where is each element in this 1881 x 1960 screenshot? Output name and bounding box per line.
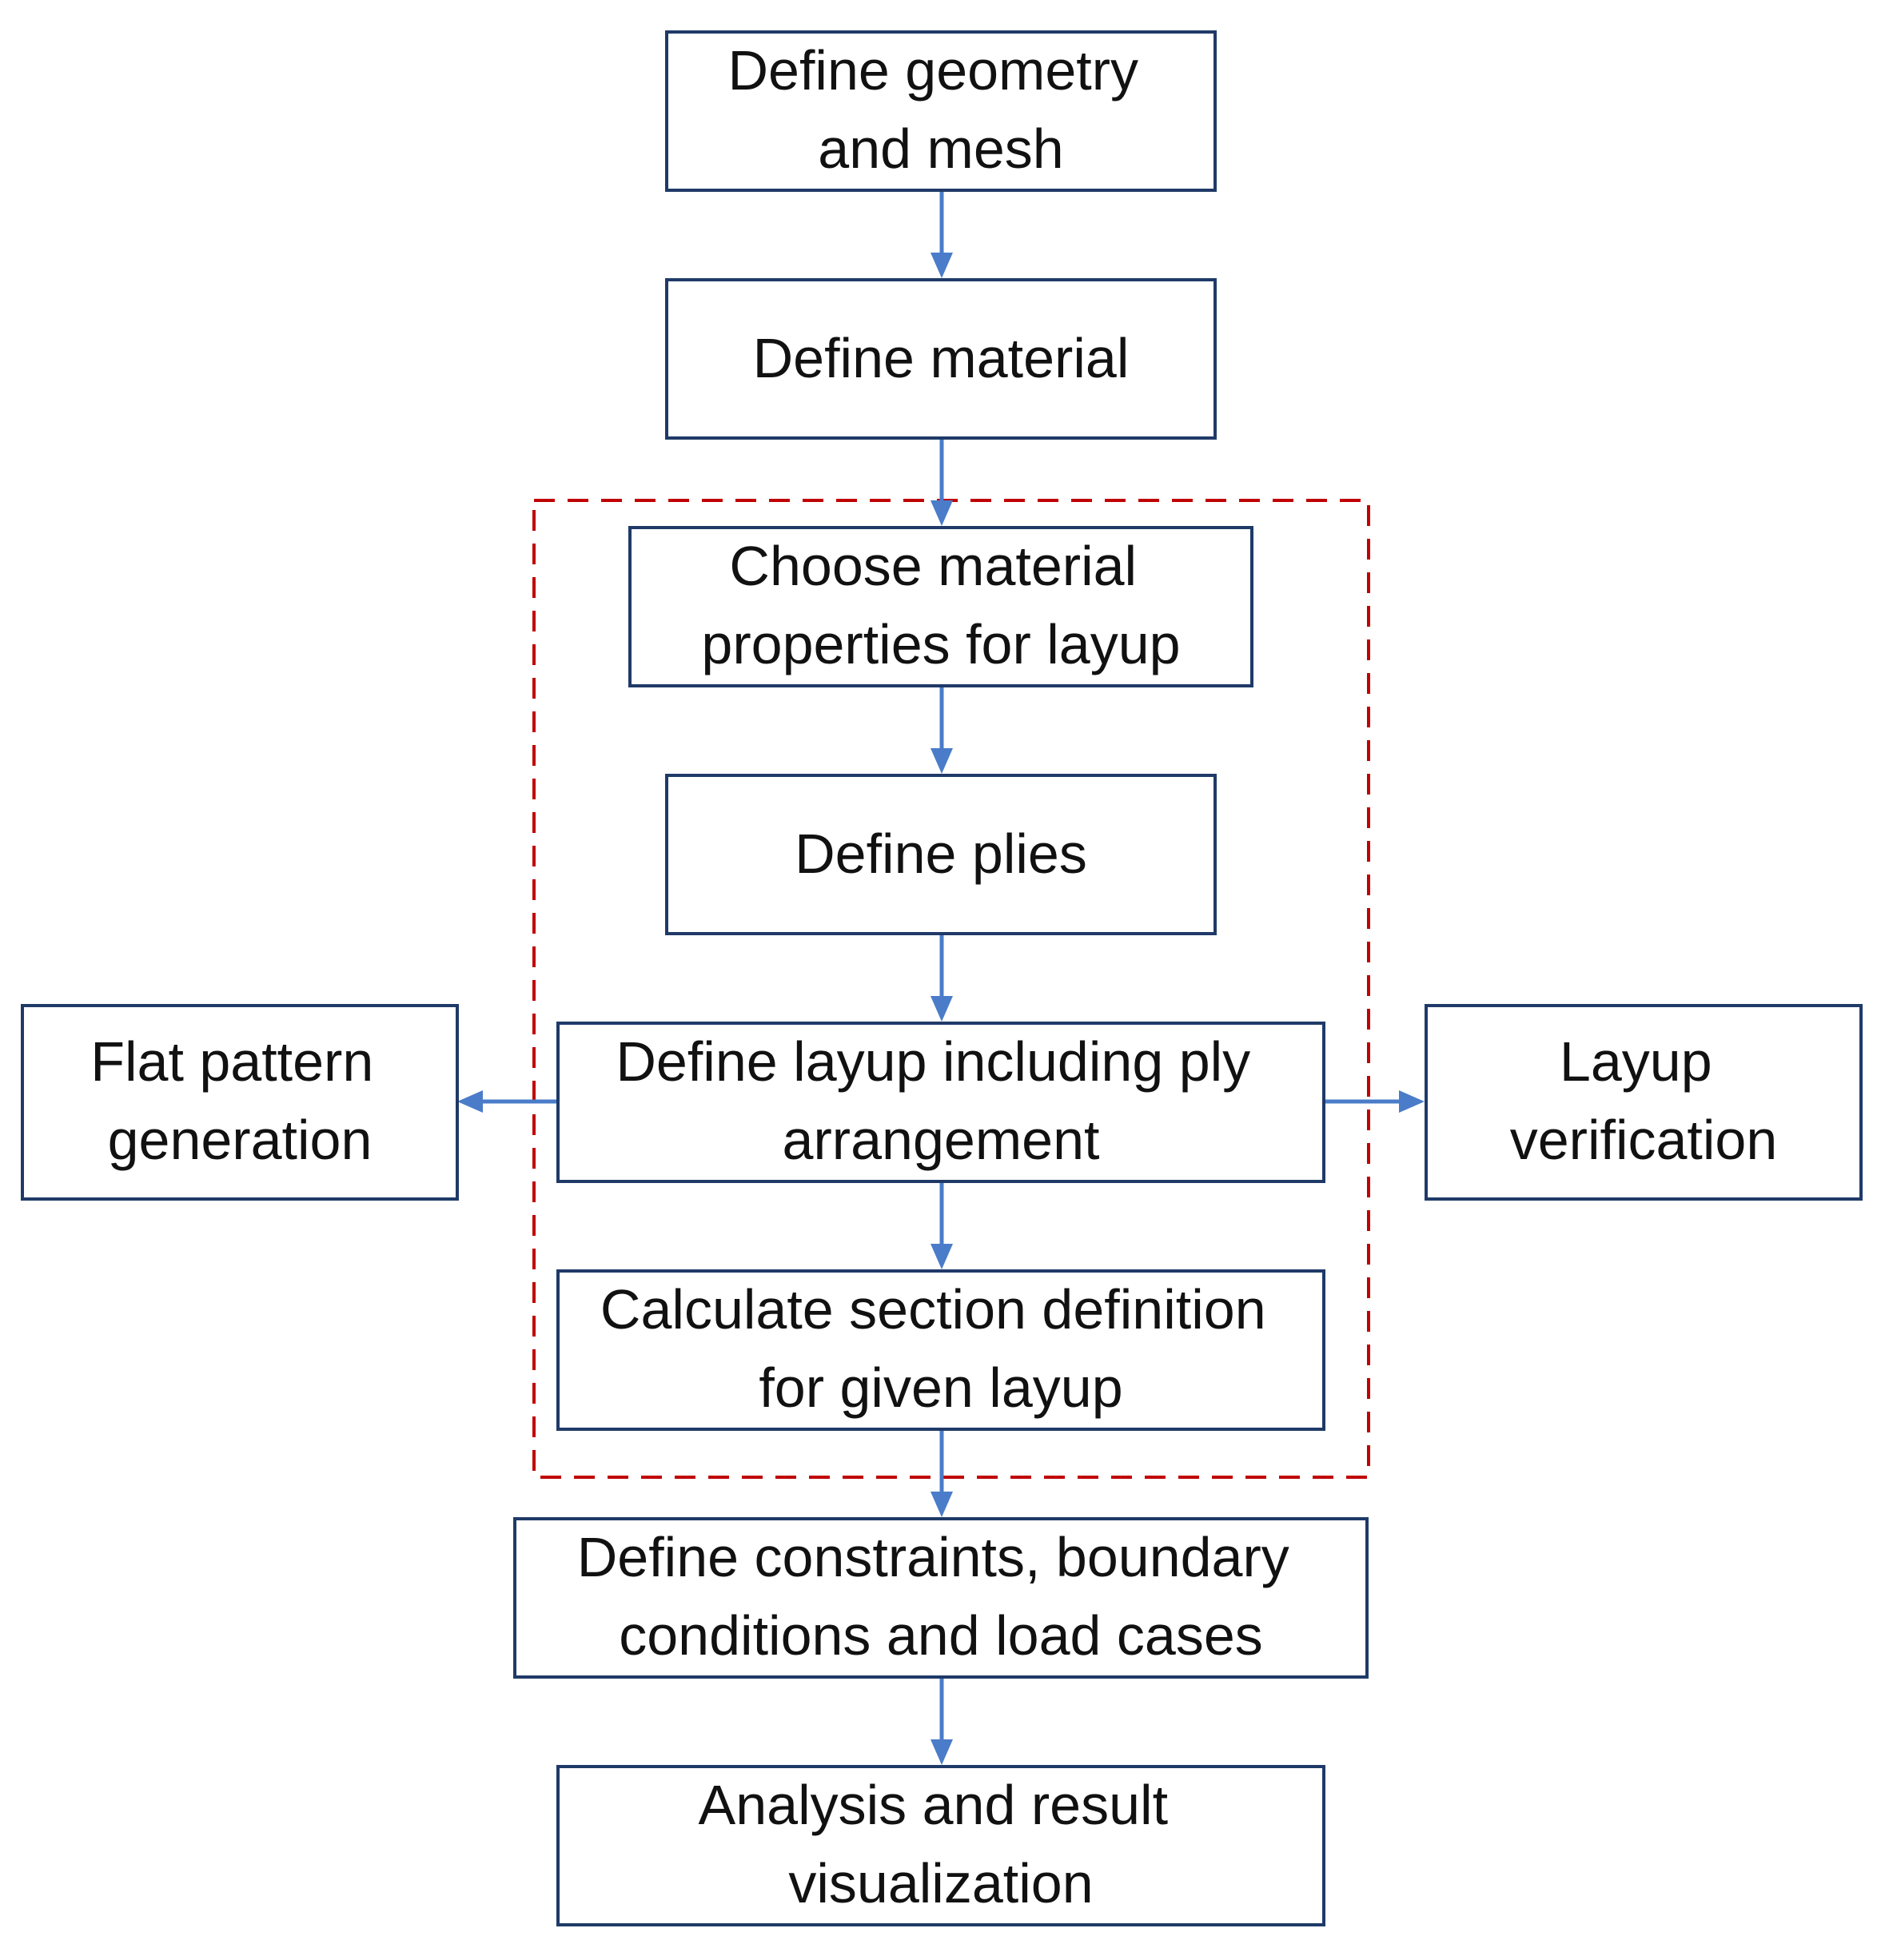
- node-material-box: [665, 278, 1217, 440]
- node-plies-label: Define plies: [795, 823, 1087, 885]
- arrow-head-layup-to-flat: [457, 1090, 483, 1113]
- arrow-head-geometry-to-material: [931, 253, 953, 278]
- arrow-head-layup-to-verify: [1399, 1090, 1425, 1113]
- node-section-box: [556, 1269, 1325, 1431]
- node-flat-line-1: Flat pattern: [90, 1030, 373, 1093]
- node-material-label: Define material: [753, 327, 1130, 389]
- node-constraints-box: [513, 1517, 1369, 1679]
- node-geometry-box: [665, 30, 1217, 192]
- node-analysis-line-1: Analysis and result: [699, 1774, 1169, 1836]
- node-material-line-1: Define material: [753, 327, 1130, 389]
- node-flat-label: Flat pattern generation: [90, 1030, 389, 1171]
- node-layup-label: Define layup including ply arrangement: [616, 1030, 1265, 1171]
- arrow-head-plies-to-layup: [931, 996, 953, 1022]
- node-choose-line-1: Choose material: [729, 535, 1137, 597]
- node-section-label: Calculate section definition for given l…: [600, 1278, 1281, 1419]
- node-section-line-2: for given layup: [759, 1356, 1122, 1419]
- node-section-line-1: Calculate section definition: [600, 1278, 1266, 1341]
- node-verify-box: [1425, 1004, 1863, 1201]
- node-choose-label: Choose material properties for layup: [701, 535, 1180, 675]
- node-analysis-line-2: visualization: [788, 1852, 1093, 1914]
- node-plies-box: [665, 774, 1217, 935]
- arrow-head-constraints-to-analysis: [931, 1739, 953, 1765]
- node-constraints-line-2: conditions and load cases: [619, 1604, 1263, 1667]
- node-layup-line-2: arrangement: [783, 1109, 1100, 1171]
- node-verify-line-1: Layup: [1560, 1030, 1712, 1093]
- node-geometry-line-2: and mesh: [818, 118, 1063, 180]
- node-verify-label: Layup verification: [1510, 1030, 1778, 1171]
- node-layup-line-1: Define layup including ply: [616, 1030, 1250, 1093]
- arrow-head-section-to-constraints: [931, 1492, 953, 1517]
- arrow-head-layup-to-section: [931, 1244, 953, 1269]
- node-geometry-line-1: Define geometry: [727, 39, 1138, 102]
- node-flat-box: [21, 1004, 459, 1201]
- node-constraints-label: Define constraints, boundary conditions …: [577, 1526, 1305, 1667]
- arrow-head-material-to-choose: [931, 500, 953, 526]
- node-flat-line-2: generation: [108, 1109, 373, 1171]
- node-layup-box: [556, 1022, 1325, 1183]
- node-geometry-label: Define geometry and mesh: [727, 39, 1154, 180]
- node-choose-box: [628, 526, 1253, 687]
- node-plies-line-1: Define plies: [795, 823, 1087, 885]
- node-analysis-label: Analysis and result visualization: [699, 1774, 1184, 1914]
- node-verify-line-2: verification: [1510, 1109, 1778, 1171]
- node-analysis-box: [556, 1765, 1325, 1926]
- arrow-head-choose-to-plies: [931, 748, 953, 774]
- node-choose-line-2: properties for layup: [701, 613, 1180, 675]
- node-constraints-line-1: Define constraints, boundary: [577, 1526, 1289, 1588]
